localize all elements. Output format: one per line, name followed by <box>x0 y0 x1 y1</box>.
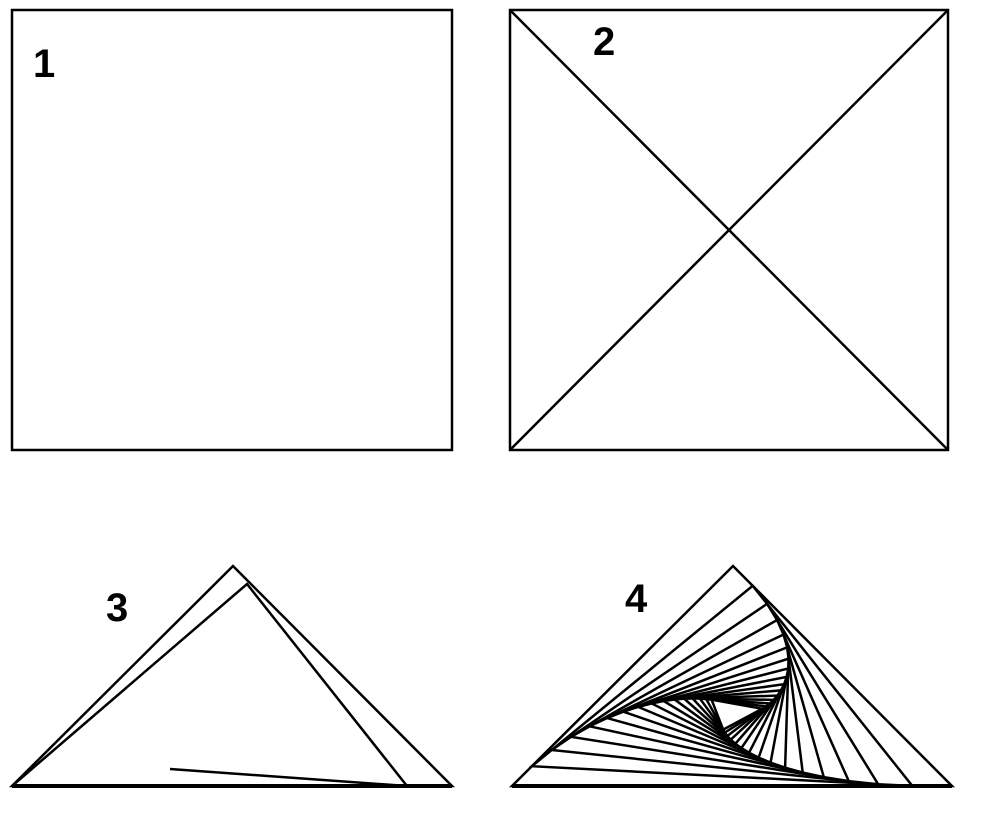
spiral-first-steps <box>11 582 410 788</box>
spiral-triangle <box>548 602 881 786</box>
spiral-triangle <box>681 694 781 746</box>
panel-label: 4 <box>625 577 648 621</box>
panel-label: 2 <box>593 20 615 64</box>
panel-label: 1 <box>33 42 55 86</box>
spiral-triangle <box>647 675 789 760</box>
spiral-triangle <box>697 697 774 738</box>
spiral-triangle <box>634 666 790 765</box>
square <box>10 8 454 452</box>
spiral-triangle <box>703 697 770 735</box>
spiral-triangle <box>671 688 784 750</box>
spiral-triangle <box>603 645 805 775</box>
panel-4: 4 <box>508 564 956 788</box>
panel-1: 1 <box>10 8 454 452</box>
panel-3: 3 <box>8 564 456 788</box>
spiral-triangle <box>528 584 916 788</box>
panel-2: 2 <box>508 8 950 452</box>
spiral-triangle <box>619 656 790 770</box>
diagonal <box>509 9 949 451</box>
square <box>508 8 950 452</box>
spiral-triangle <box>567 618 851 783</box>
spiral-triangle <box>585 632 826 779</box>
spiral-triangle <box>689 697 777 742</box>
panel-label: 3 <box>106 586 128 630</box>
spiral-triangle <box>709 698 767 732</box>
spiral-triangle <box>660 682 787 755</box>
outer-triangle <box>8 564 456 788</box>
